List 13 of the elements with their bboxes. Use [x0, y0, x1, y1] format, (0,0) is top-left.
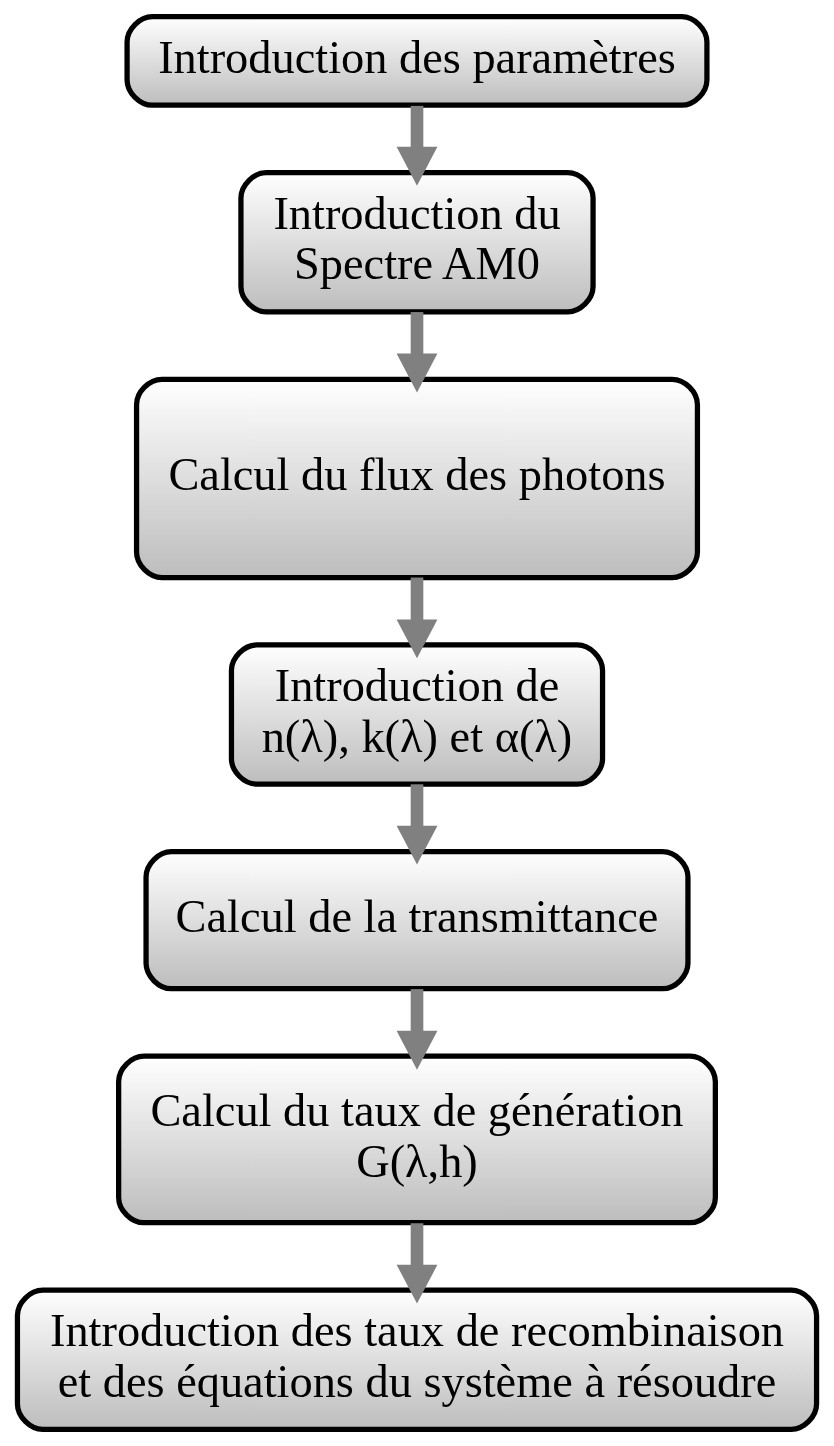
arrow — [396, 105, 438, 186]
arrow — [396, 577, 438, 659]
arrow — [396, 989, 438, 1070]
node-box: Introduction du Spectre AM0 — [238, 170, 596, 315]
arrow — [396, 784, 438, 865]
node-box: Introduction des paramètres — [124, 14, 710, 108]
node-box: Introduction des taux de recombinaison et des équations du système à résoudre — [14, 1287, 820, 1432]
node-box: Introduction de n(λ), k(λ) et α(λ) — [228, 642, 606, 787]
node-box: Calcul du taux de génération G(λ,h) — [116, 1053, 718, 1226]
node-box: Calcul du flux des photons — [133, 376, 701, 581]
arrow — [396, 1223, 438, 1304]
arrow — [396, 312, 438, 393]
node-box: Calcul de la transmittance — [143, 849, 691, 992]
